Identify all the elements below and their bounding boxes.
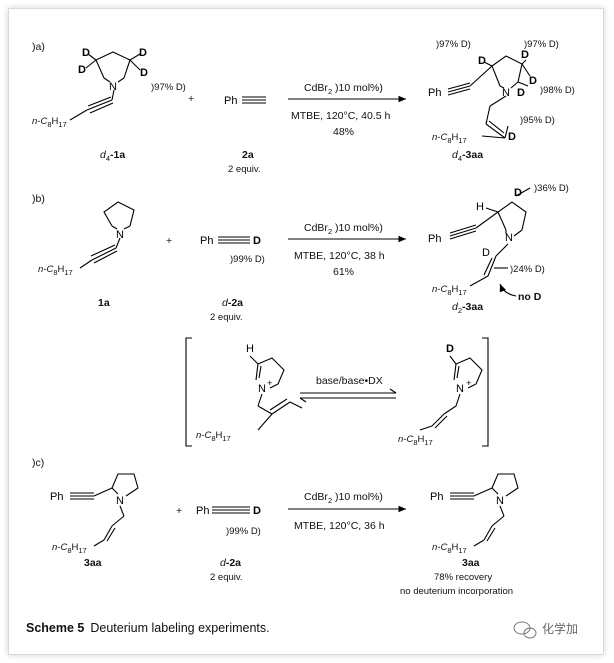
d-label: D bbox=[482, 247, 490, 259]
d-2a-equiv: 2 equiv. bbox=[210, 312, 243, 323]
3aa-name: 3aa bbox=[84, 557, 102, 569]
3aa-N: N bbox=[116, 495, 124, 507]
h-label: H bbox=[246, 343, 254, 355]
d-label: D bbox=[478, 55, 486, 67]
2a-name: 2a bbox=[242, 149, 254, 161]
d4-1a-d-percent: )97% D) bbox=[151, 82, 186, 93]
plus-charge: + bbox=[466, 378, 472, 389]
conditions-c-solvent: MTBE, 120°C, 36 h bbox=[294, 520, 385, 532]
d-label: D bbox=[521, 49, 529, 61]
d-2a-structure-c: Ph D )99% D) bbox=[196, 505, 261, 537]
plus-charge: + bbox=[267, 378, 273, 389]
d4-3aa-structure: )97% D) )97% D) )98% D) )95% D) Ph N D D… bbox=[428, 39, 575, 145]
phenyl-label: Ph bbox=[428, 87, 441, 99]
d-label: D bbox=[517, 87, 525, 99]
part-b-label: )b) bbox=[32, 193, 45, 205]
d-2a-d-percent: )99% D) bbox=[226, 526, 261, 537]
3aa-product-name: 3aa bbox=[462, 557, 480, 569]
d-label: D bbox=[514, 187, 522, 199]
2a-structure: Ph bbox=[224, 95, 266, 107]
d-2a-equiv: 2 equiv. bbox=[210, 572, 243, 583]
d-label: D bbox=[82, 47, 90, 59]
d4-1a-structure: N D D D D )97% D) n-C8H17 bbox=[32, 47, 186, 129]
d-percent-label: )95% D) bbox=[520, 115, 555, 126]
conditions-a-yield: 48% bbox=[333, 126, 354, 138]
equilibrium-reagent: base/base•DX bbox=[316, 375, 383, 387]
plus-sign: + bbox=[166, 235, 172, 247]
d-percent-label: )97% D) bbox=[436, 39, 471, 50]
d-2a-name: d-2a bbox=[222, 297, 243, 309]
d-percent-label: )24% D) bbox=[510, 264, 545, 275]
d-2a-name: d-2a bbox=[220, 557, 241, 569]
2a-equiv: 2 equiv. bbox=[228, 164, 261, 175]
d4-3aa-chain: n-C8H17 bbox=[432, 132, 467, 145]
equilibrium-box: H N + n-C8H17 base/base•DX D N + bbox=[185, 337, 489, 447]
part-c-label: )c) bbox=[32, 457, 44, 469]
d-2a-structure-b: Ph D )99% D) bbox=[200, 235, 265, 265]
3aa-structure: Ph N n-C8H17 bbox=[50, 473, 139, 555]
d-label: D bbox=[139, 47, 147, 59]
phenyl-label: Ph bbox=[200, 235, 213, 247]
d-label: D bbox=[140, 67, 148, 79]
conditions-a-catalyst: CdBr2 )10 mol%) bbox=[304, 82, 383, 96]
d2-3aa-chain: n-C8H17 bbox=[432, 284, 467, 297]
1a-structure: N n-C8H17 bbox=[38, 201, 135, 277]
3aa-N: N bbox=[496, 495, 504, 507]
watermark-text: 化学加 bbox=[542, 621, 578, 636]
iminium-chain: n-C8H17 bbox=[196, 430, 231, 443]
conditions-c-catalyst: CdBr2 )10 mol%) bbox=[304, 491, 383, 505]
d4-3aa-name: d4-3aa bbox=[452, 149, 483, 163]
d2-3aa-name: d2-3aa bbox=[452, 301, 483, 315]
part-a-label: )a) bbox=[32, 41, 45, 53]
d-percent-label: )97% D) bbox=[524, 39, 559, 50]
no-deuterium-text: no deuterium incorporation bbox=[400, 586, 513, 597]
scheme-frame bbox=[8, 8, 604, 655]
d4-1a-N: N bbox=[109, 81, 117, 93]
iminium-chain: n-C8H17 bbox=[398, 434, 433, 447]
3aa-chain: n-C8H17 bbox=[432, 542, 467, 555]
conditions-b-catalyst: CdBr2 )10 mol%) bbox=[304, 222, 383, 236]
h-label: H bbox=[476, 201, 484, 213]
d2-3aa-structure: )36% D) D H Ph N D )24% D) n-C8H17 no D bbox=[428, 183, 569, 303]
phenyl-label: Ph bbox=[428, 233, 441, 245]
d-label: D bbox=[508, 131, 516, 143]
phenyl-label: Ph bbox=[196, 505, 209, 517]
d4-3aa-N: N bbox=[502, 87, 510, 99]
conditions-b-yield: 61% bbox=[333, 266, 354, 278]
d-label: D bbox=[253, 235, 261, 247]
d-2a-d-percent: )99% D) bbox=[230, 254, 265, 265]
phenyl-label: Ph bbox=[224, 95, 237, 107]
plus-sign: + bbox=[176, 505, 182, 517]
recovery-text: 78% recovery bbox=[434, 572, 492, 583]
d-percent-label: )98% D) bbox=[540, 85, 575, 96]
plus-sign: + bbox=[188, 93, 194, 105]
d2-3aa-N: N bbox=[505, 232, 513, 244]
d4-1a-name: d4-1a bbox=[100, 149, 125, 163]
watermark: 化学加 bbox=[513, 621, 578, 639]
iminium-N: N bbox=[456, 383, 464, 395]
conditions-a-solvent: MTBE, 120°C, 40.5 h bbox=[291, 110, 390, 122]
d-label: D bbox=[446, 343, 454, 355]
1a-name: 1a bbox=[98, 297, 110, 309]
phenyl-label: Ph bbox=[430, 491, 443, 503]
iminium-N: N bbox=[258, 383, 266, 395]
d-label: D bbox=[253, 505, 261, 517]
1a-chain: n-C8H17 bbox=[38, 264, 73, 277]
conditions-b-solvent: MTBE, 120°C, 38 h bbox=[294, 250, 385, 262]
1a-N: N bbox=[116, 229, 124, 241]
d-label: D bbox=[529, 75, 537, 87]
no-d-label: no D bbox=[518, 291, 542, 303]
3aa-chain: n-C8H17 bbox=[52, 542, 87, 555]
d4-1a-chain: n-C8H17 bbox=[32, 116, 67, 129]
3aa-product-structure: Ph N n-C8H17 bbox=[430, 473, 519, 555]
phenyl-label: Ph bbox=[50, 491, 63, 503]
d-label: D bbox=[78, 64, 86, 76]
d-percent-label: )36% D) bbox=[534, 183, 569, 194]
